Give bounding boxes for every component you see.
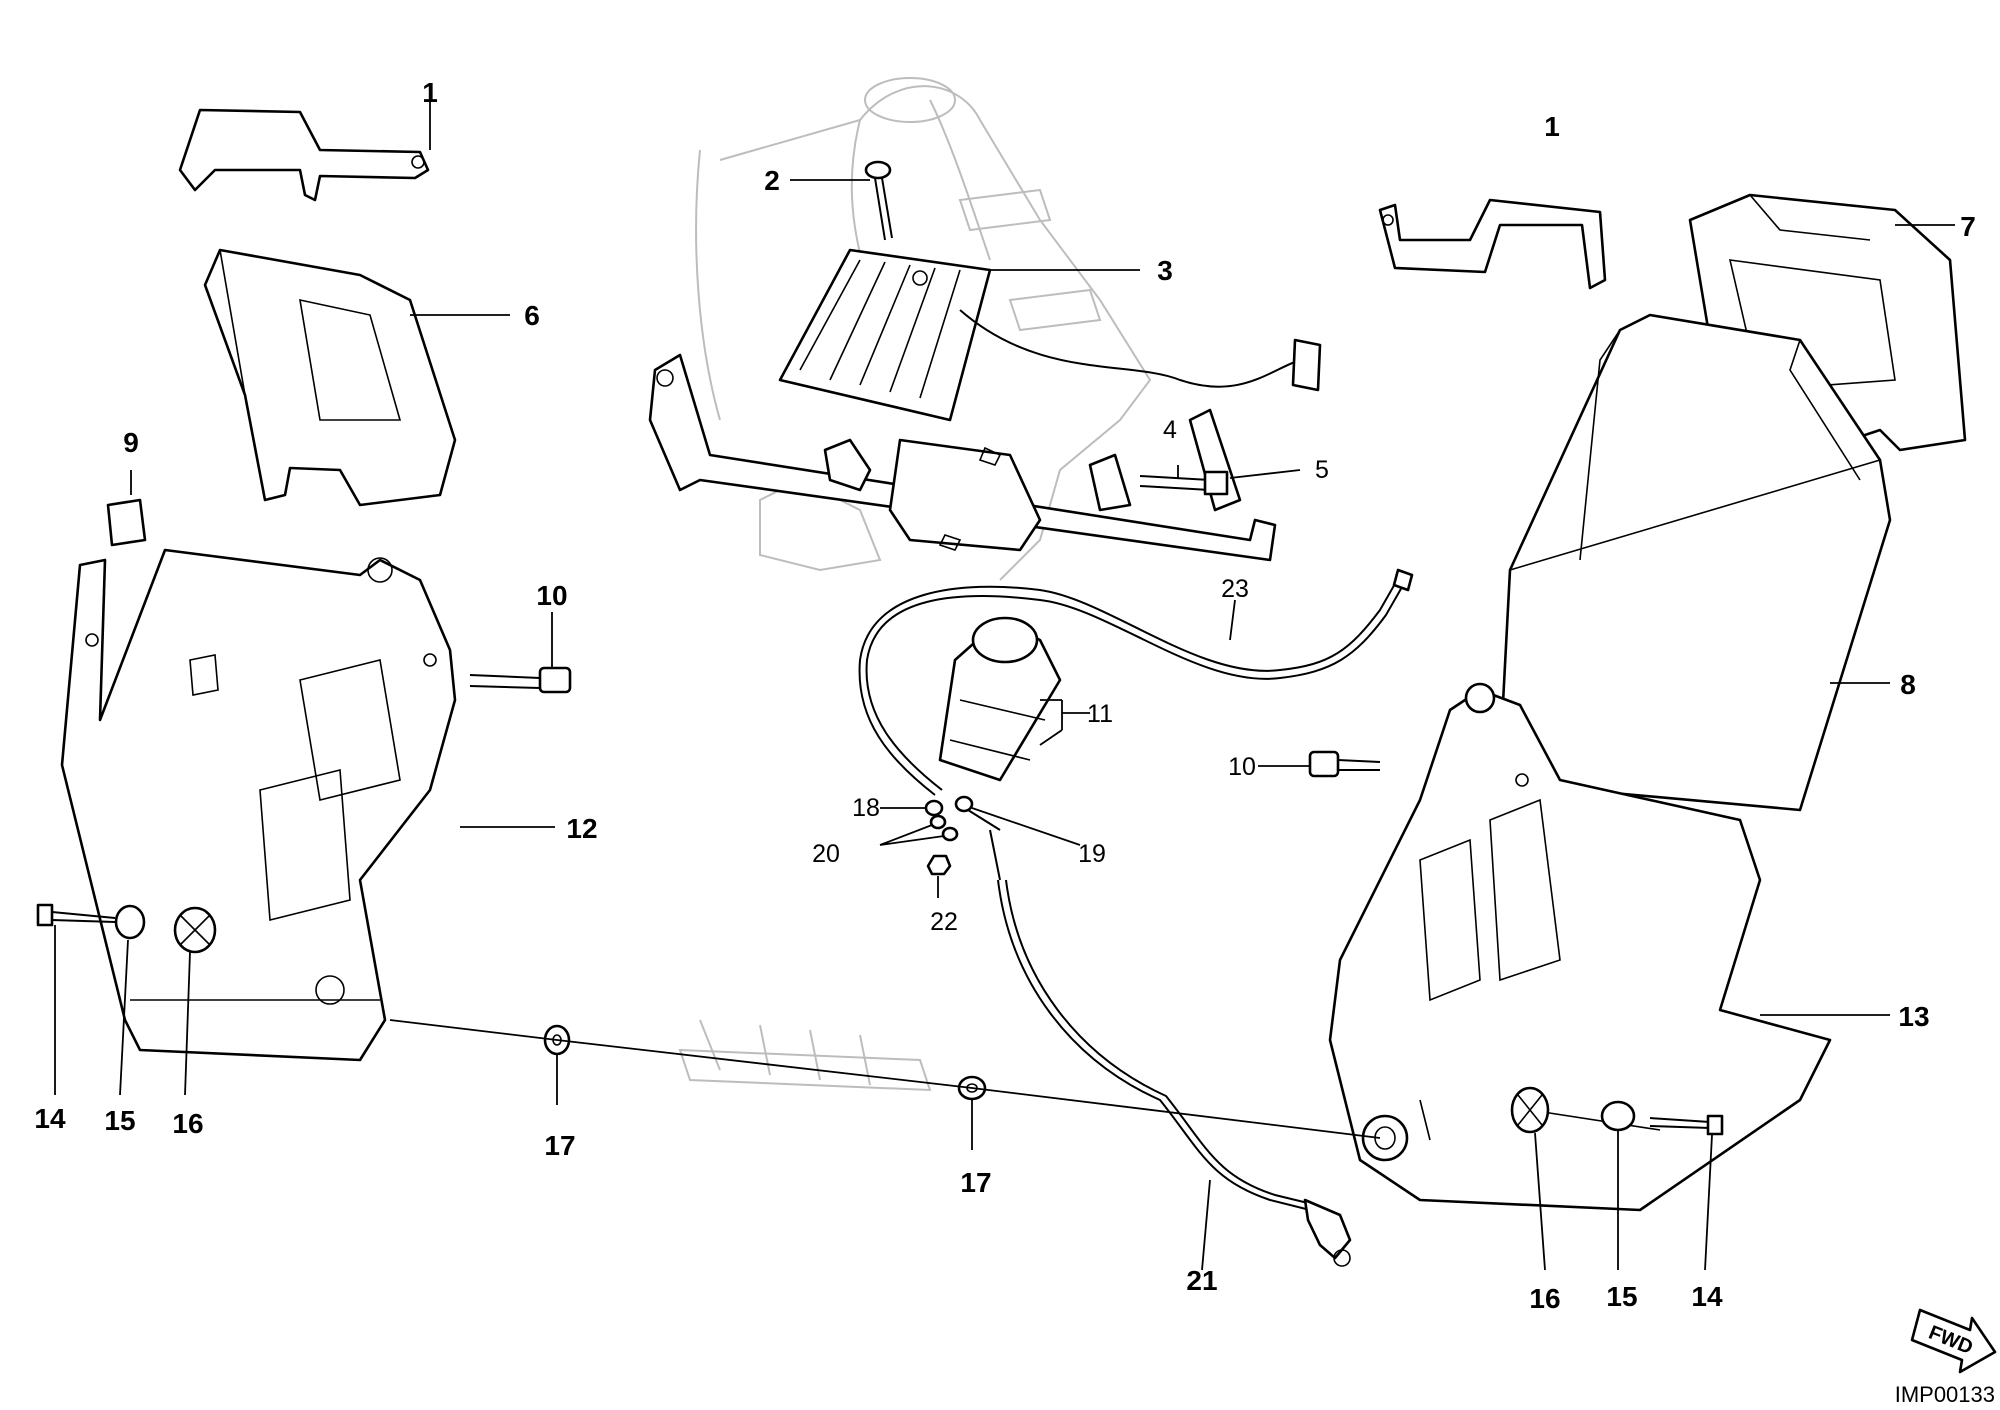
callout-17-right: 17 [960,1167,991,1198]
bolt-part-4 [1139,470,1229,496]
callout-4: 4 [1163,416,1177,444]
callout-labels: 1 1 2 3 4 5 6 7 8 9 10 10 11 12 13 14 14… [34,77,1975,1314]
leader-lines [54,95,1955,1271]
washer-part-17-right [957,1075,987,1101]
bolt-part-10-right [1308,750,1381,778]
callout-16-left: 16 [172,1108,203,1139]
callout-15-right: 15 [1606,1281,1637,1312]
grommet-part-16-right [1510,1086,1550,1134]
callout-2: 2 [764,165,780,196]
regulator-part-3 [778,248,1322,422]
callout-19: 19 [1078,840,1106,868]
callout-7: 7 [1960,211,1976,242]
nut-part-18 [924,799,944,817]
cable-part-23 [858,568,1414,796]
battery-part-8 [1498,313,1892,812]
ground-cable-part-21 [989,829,1352,1267]
callout-16-right: 16 [1529,1283,1560,1314]
callout-10-left: 10 [536,580,567,611]
callout-10-right: 10 [1228,753,1256,781]
callout-6: 6 [524,300,540,331]
spacer-part-15-right [1600,1100,1636,1132]
bolt-part-14-right [1649,1114,1724,1136]
bracket-part-5 [648,353,1277,562]
callout-9: 9 [123,427,139,458]
callout-14-right: 14 [1691,1281,1723,1312]
image-reference-code: IMP00133 [1895,1382,1995,1407]
bracket-part-1-left [178,108,430,202]
callout-8: 8 [1900,669,1916,700]
nut-part-22 [926,854,952,876]
grommet-part-16-left [173,906,217,954]
callout-1-left: 1 [422,77,438,108]
battery-holder-part-12 [60,548,457,1062]
screw-part-2 [864,160,893,241]
callout-20: 20 [812,840,840,868]
callout-23: 23 [1221,575,1249,603]
nut-part-20 [929,814,959,842]
callout-1-right: 1 [1544,111,1560,142]
callout-22: 22 [930,908,958,936]
battery-holder-part-13 [1328,682,1832,1212]
bracket-part-1-right [1378,198,1607,290]
callout-14-left: 14 [34,1103,66,1134]
terminal-part-19 [954,795,1001,831]
callout-5: 5 [1315,456,1329,484]
bolt-part-14-left [36,903,116,927]
callout-11: 11 [1087,700,1113,728]
callout-13: 13 [1898,1001,1929,1032]
pad-part-9 [106,498,147,547]
callout-21: 21 [1186,1265,1217,1296]
starter-relay-part-11 [938,616,1062,782]
forward-arrow-icon: FWD [1910,1308,1997,1374]
callout-12: 12 [566,813,597,844]
cover-part-6 [203,248,457,507]
callout-15-left: 15 [104,1105,135,1136]
callout-18: 18 [852,794,880,822]
callout-17-left: 17 [544,1130,575,1161]
frame-background-ghost [678,77,1152,1092]
spacer-part-15-left [114,904,146,940]
bolt-part-10-left [469,666,572,694]
callout-3: 3 [1157,255,1173,286]
